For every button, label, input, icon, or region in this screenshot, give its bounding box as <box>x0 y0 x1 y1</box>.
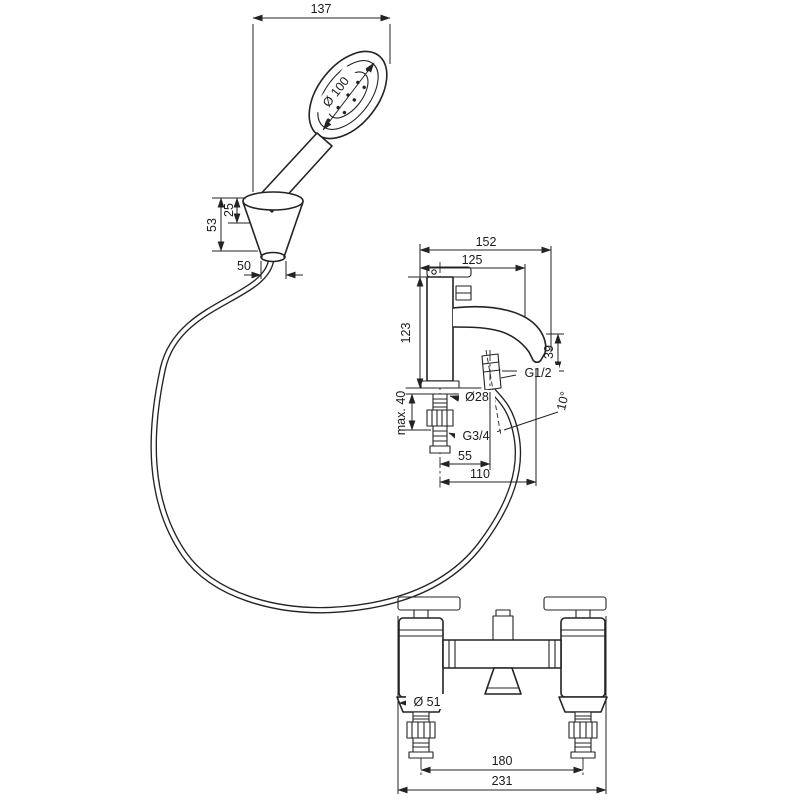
front-tailpiece-right <box>568 711 598 759</box>
side-spout <box>452 305 547 364</box>
holder-side-left <box>242 201 263 258</box>
angle-10-label: 10° <box>554 390 572 412</box>
handle-stem-right <box>575 609 591 619</box>
dim-dia51-label: Ø 51 <box>413 695 440 709</box>
mixer-side-view <box>405 262 547 488</box>
leader-g34 <box>448 432 460 440</box>
handle-stem-left <box>413 609 429 619</box>
dim-152-label: 152 <box>476 235 497 249</box>
connector-band-1 <box>482 361 500 365</box>
holder-bottom <box>260 251 286 263</box>
dim-137-label: 137 <box>311 2 332 16</box>
label-bg <box>455 428 497 443</box>
shower-hose <box>150 260 522 614</box>
label-bg <box>459 390 495 404</box>
side-tailpiece <box>426 393 454 454</box>
label-bg <box>406 694 448 709</box>
front-crossbar <box>442 639 562 669</box>
front-tailpiece-left <box>406 711 436 759</box>
dim-180-label: 180 <box>492 754 513 768</box>
connector-band-2 <box>483 369 501 373</box>
diverter-knob-front <box>492 615 514 643</box>
dim-max40-label: max. 40 <box>394 391 408 436</box>
dim-50-label: 50 <box>237 259 251 273</box>
dim-125-label: 125 <box>462 253 483 267</box>
dim-25-label: 25 <box>222 203 236 217</box>
label-bg <box>312 65 359 119</box>
body-base-plate <box>420 380 460 389</box>
front-spout <box>484 667 522 695</box>
dim-dia28-label: Ø28 <box>465 390 489 404</box>
holder-side-right <box>283 201 304 258</box>
dim-39-label: 39 <box>542 345 556 359</box>
side-body <box>426 276 454 382</box>
base-flange-right <box>558 696 608 713</box>
front-handle-right <box>543 596 607 611</box>
lever-pivot <box>431 269 437 275</box>
front-handle-left <box>397 596 461 611</box>
dim-53-label: 53 <box>205 218 219 232</box>
thread-g34-label: G3/4 <box>462 429 489 443</box>
mixer-front-view <box>396 596 608 776</box>
dimline-dia100 <box>322 62 375 131</box>
thread-g12-label: G1/2 <box>524 366 551 380</box>
dim-55-label: 55 <box>458 449 472 463</box>
hand-shower <box>242 50 388 263</box>
hose-core <box>151 260 520 613</box>
shower-holder <box>242 191 304 263</box>
leader-g12 <box>500 374 517 379</box>
holder-top <box>242 191 304 211</box>
dim-123-label: 123 <box>399 323 413 344</box>
dim-110-label: 110 <box>470 467 490 481</box>
leader-angle10 <box>503 411 559 431</box>
dim-231-label: 231 <box>492 774 513 788</box>
label-bg <box>517 365 559 380</box>
